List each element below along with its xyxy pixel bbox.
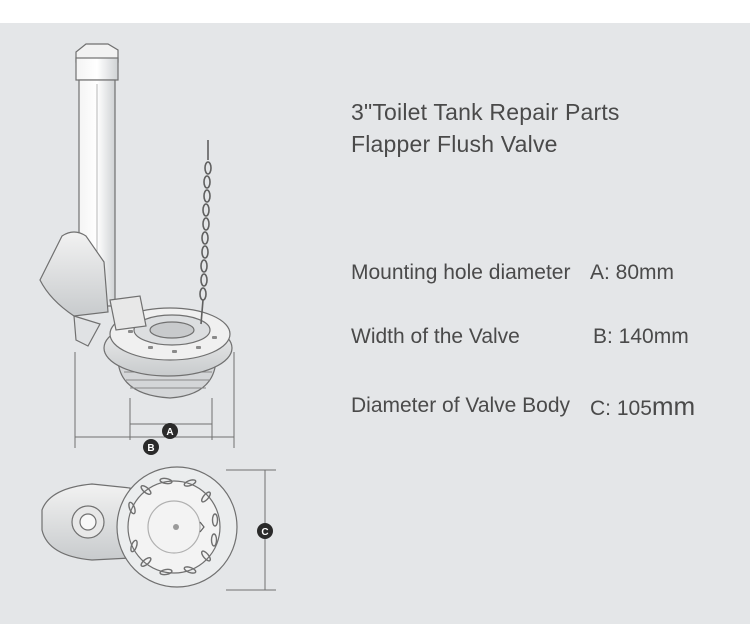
flapper-float xyxy=(39,231,109,347)
product-title: 3"Toilet Tank Repair Parts Flapper Flush… xyxy=(351,96,620,160)
marker-c: C xyxy=(257,523,273,539)
spec-mounting-hole: Mounting hole diameter A: 80mm xyxy=(351,261,674,285)
spec-label: Width of the Valve xyxy=(351,325,520,348)
spec-value: B: 140mm xyxy=(593,325,689,348)
svg-text:A: A xyxy=(166,427,173,438)
chain xyxy=(199,140,212,325)
valve-body xyxy=(103,295,233,399)
dimension-lines xyxy=(74,352,276,591)
svg-text:B: B xyxy=(147,443,154,454)
marker-b: B xyxy=(143,439,159,455)
spec-value-prefix: C: 105 xyxy=(590,397,652,420)
spec-value-unit: mm xyxy=(651,391,696,421)
spec-valve-width: Width of the Valve B: 140mm xyxy=(351,325,689,349)
spec-label: Mounting hole diameter xyxy=(351,261,571,284)
title-line-1: 3"Toilet Tank Repair Parts xyxy=(351,99,620,125)
title-line-2: Flapper Flush Valve xyxy=(351,131,558,157)
spec-value: C: 105mm xyxy=(590,391,695,422)
spec-body-diameter: Diameter of Valve Body C: 105mm xyxy=(351,391,695,421)
bottom-view xyxy=(41,466,238,588)
marker-a: A xyxy=(162,423,178,439)
svg-text:C: C xyxy=(261,527,268,538)
spec-value: A: 80mm xyxy=(590,261,675,284)
spec-label: Diameter of Valve Body xyxy=(351,394,571,417)
